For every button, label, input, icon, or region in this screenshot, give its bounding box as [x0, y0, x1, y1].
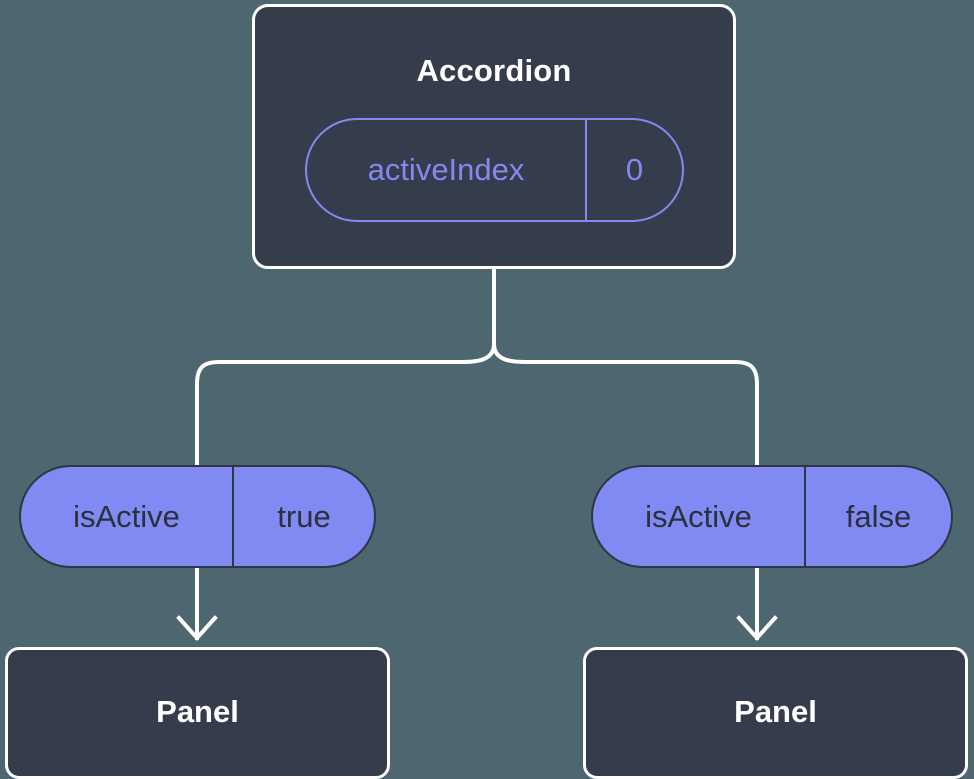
- state-pill-active-index[interactable]: activeIndex 0: [305, 118, 684, 222]
- panel-card-left[interactable]: Panel: [5, 647, 390, 779]
- connector-right-arrow-head: [736, 615, 778, 641]
- panel-label-left: Panel: [156, 694, 239, 729]
- prop-pill-value: true: [277, 498, 331, 534]
- prop-pill-is-active-false[interactable]: isActive false: [591, 465, 953, 568]
- connector-fork-left: [195, 343, 496, 466]
- prop-pill-value: false: [845, 498, 912, 534]
- connector-fork-right: [492, 343, 759, 466]
- prop-pill-key: isActive: [593, 467, 806, 566]
- state-pill-value: 0: [625, 152, 644, 187]
- prop-pill-is-active-true[interactable]: isActive true: [19, 465, 376, 568]
- connector-left-arrow-head: [176, 615, 218, 641]
- accordion-component-card[interactable]: Accordion: [252, 4, 736, 269]
- panel-label-right: Panel: [734, 694, 817, 729]
- state-pill-key: activeIndex: [307, 120, 587, 220]
- prop-pill-key: isActive: [21, 467, 234, 566]
- accordion-title: Accordion: [416, 53, 572, 88]
- panel-card-right[interactable]: Panel: [583, 647, 968, 779]
